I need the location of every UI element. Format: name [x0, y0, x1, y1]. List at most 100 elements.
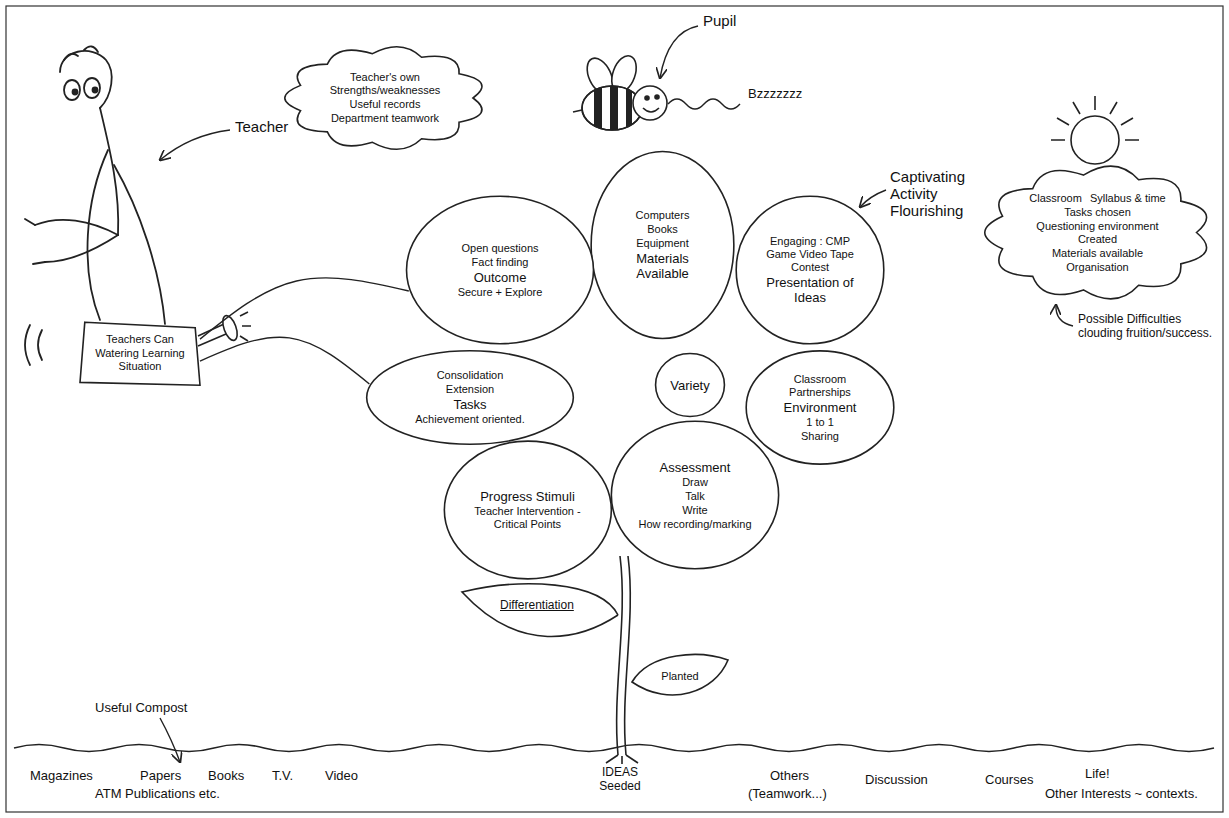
- annotation-label: Video: [325, 768, 358, 783]
- node-text: Teachers Can: [106, 333, 174, 346]
- petal-outline: [611, 421, 778, 569]
- annotation-label: Others: [770, 768, 809, 783]
- node-text: Classroom Partnerships: [768, 373, 873, 399]
- teacher-figure: [73, 90, 78, 95]
- node-text: Materials Available: [612, 251, 714, 281]
- leader-arrow: [160, 26, 1073, 762]
- annotation-label: (Teamwork...): [748, 786, 827, 801]
- node-text: How recording/marking: [638, 518, 751, 531]
- node-content: Teacher's own Strengths/weaknessesUseful…: [323, 71, 447, 125]
- node-text: Planted: [661, 670, 698, 683]
- bee: [645, 96, 649, 100]
- node-text: Assessment: [660, 460, 731, 475]
- node-text: Extension: [446, 383, 494, 396]
- watering-can-spout: [198, 312, 251, 346]
- petal-outline: [736, 196, 884, 344]
- petal: Engaging : CMP Game Video Tape ContestPr…: [735, 195, 885, 345]
- node-text: Questioning environment Created: [1028, 220, 1168, 246]
- teacher-figure: [25, 325, 42, 365]
- petal-outline: [407, 196, 594, 344]
- watering-can-spout: [198, 334, 226, 346]
- leader-arrow: [860, 190, 886, 207]
- annotation-label: Pupil: [703, 12, 736, 29]
- node-text: Watering Learning Situation: [91, 347, 189, 373]
- watering-can-spout: [240, 312, 251, 341]
- difficulty-cloud: ClassroomSyllabus & timeTasks chosenQues…: [985, 160, 1210, 305]
- node-text: Write: [682, 504, 707, 517]
- node-content: Planted: [658, 670, 703, 683]
- difficulty-cloud-outline: [985, 166, 1207, 299]
- node-text: Equipment: [636, 237, 689, 250]
- bee: [655, 95, 659, 99]
- node-content: Variety: [665, 378, 715, 393]
- flower-stem: [462, 556, 638, 764]
- node-text: Department teamwork: [331, 112, 439, 125]
- annotation-label: Books: [208, 768, 244, 783]
- node-text: Outcome: [474, 270, 527, 285]
- bee-trail: [668, 99, 740, 109]
- teacher-figure: [60, 51, 112, 108]
- node-text: Teacher Intervention - Critical Points: [468, 505, 587, 531]
- petal: Classroom PartnershipsEnvironment1 to 1S…: [745, 350, 895, 465]
- flower-stem: [617, 556, 623, 755]
- annotation-label: IDEAS Seeded: [588, 765, 652, 793]
- watering-can-outline: [80, 322, 200, 385]
- node-content: ClassroomSyllabus & timeTasks chosenQues…: [1028, 192, 1168, 274]
- annotation-label: ATM Publications etc.: [95, 786, 220, 801]
- teacher-figure: [93, 88, 98, 93]
- node-text: Tasks chosen: [1064, 206, 1131, 219]
- idea-cloud-outline: [285, 47, 482, 150]
- ground-line: [14, 745, 1214, 752]
- bee: [643, 108, 659, 112]
- teacher-figure: [35, 220, 118, 235]
- node-text: 1 to 1: [806, 416, 834, 429]
- frame: [6, 6, 1223, 812]
- leader-arrow: [160, 718, 180, 762]
- node-text: Organisation: [1066, 261, 1128, 274]
- node-text: Draw: [682, 476, 708, 489]
- node-text: Books: [647, 223, 678, 236]
- bee: [610, 80, 618, 140]
- petal-outline: [444, 441, 611, 579]
- node-content: Classroom PartnershipsEnvironment1 to 1S…: [768, 373, 873, 443]
- idea-cloud: Teacher's own Strengths/weaknessesUseful…: [285, 42, 485, 154]
- petal: ComputersBooksEquipmentMaterials Availab…: [590, 150, 735, 340]
- bee: [633, 86, 667, 120]
- teacher-figure: [25, 219, 45, 264]
- bee: [573, 52, 667, 140]
- node-text: Tasks: [453, 397, 486, 412]
- flower-stem: [462, 584, 618, 637]
- sun: [1071, 116, 1119, 164]
- flower-centre: Variety: [655, 353, 725, 417]
- petal: AssessmentDrawTalkWriteHow recording/mar…: [610, 420, 780, 570]
- teacher-figure: [88, 150, 108, 320]
- node-text: Open questions: [461, 242, 538, 255]
- node-text: Achievement oriented.: [415, 413, 524, 426]
- teacher-figure: [100, 108, 118, 235]
- node-content: ConsolidationExtensionTasksAchievement o…: [397, 369, 544, 426]
- petal-outline: [591, 152, 734, 339]
- node-text: Fact finding: [472, 256, 529, 269]
- watering-can: Teachers CanWatering Learning Situation: [80, 318, 200, 388]
- annotation-label: Differentiation: [500, 598, 574, 612]
- node-content: Progress StimuliTeacher Intervention - C…: [468, 489, 587, 531]
- annotation-label: Courses: [985, 772, 1033, 787]
- teacher-figure: [64, 46, 98, 60]
- node-text: Environment: [784, 400, 857, 415]
- teacher-figure: [45, 235, 118, 262]
- leaf: Planted: [630, 652, 730, 702]
- teacher-figure: [25, 46, 165, 365]
- node-content: AssessmentDrawTalkWriteHow recording/mar…: [636, 460, 755, 531]
- annotation-label: Other Interests ~ contexts.: [1045, 786, 1198, 801]
- teacher-figure: [114, 165, 165, 324]
- node-text: Consolidation: [437, 369, 504, 382]
- petal-outline: [746, 351, 894, 464]
- node-text: Computers: [636, 209, 690, 222]
- teacher-figure: [84, 78, 100, 98]
- flower-stem: [625, 556, 631, 755]
- petal: Open questionsFact findingOutcomeSecure …: [405, 195, 595, 345]
- petal-outline: [367, 351, 574, 444]
